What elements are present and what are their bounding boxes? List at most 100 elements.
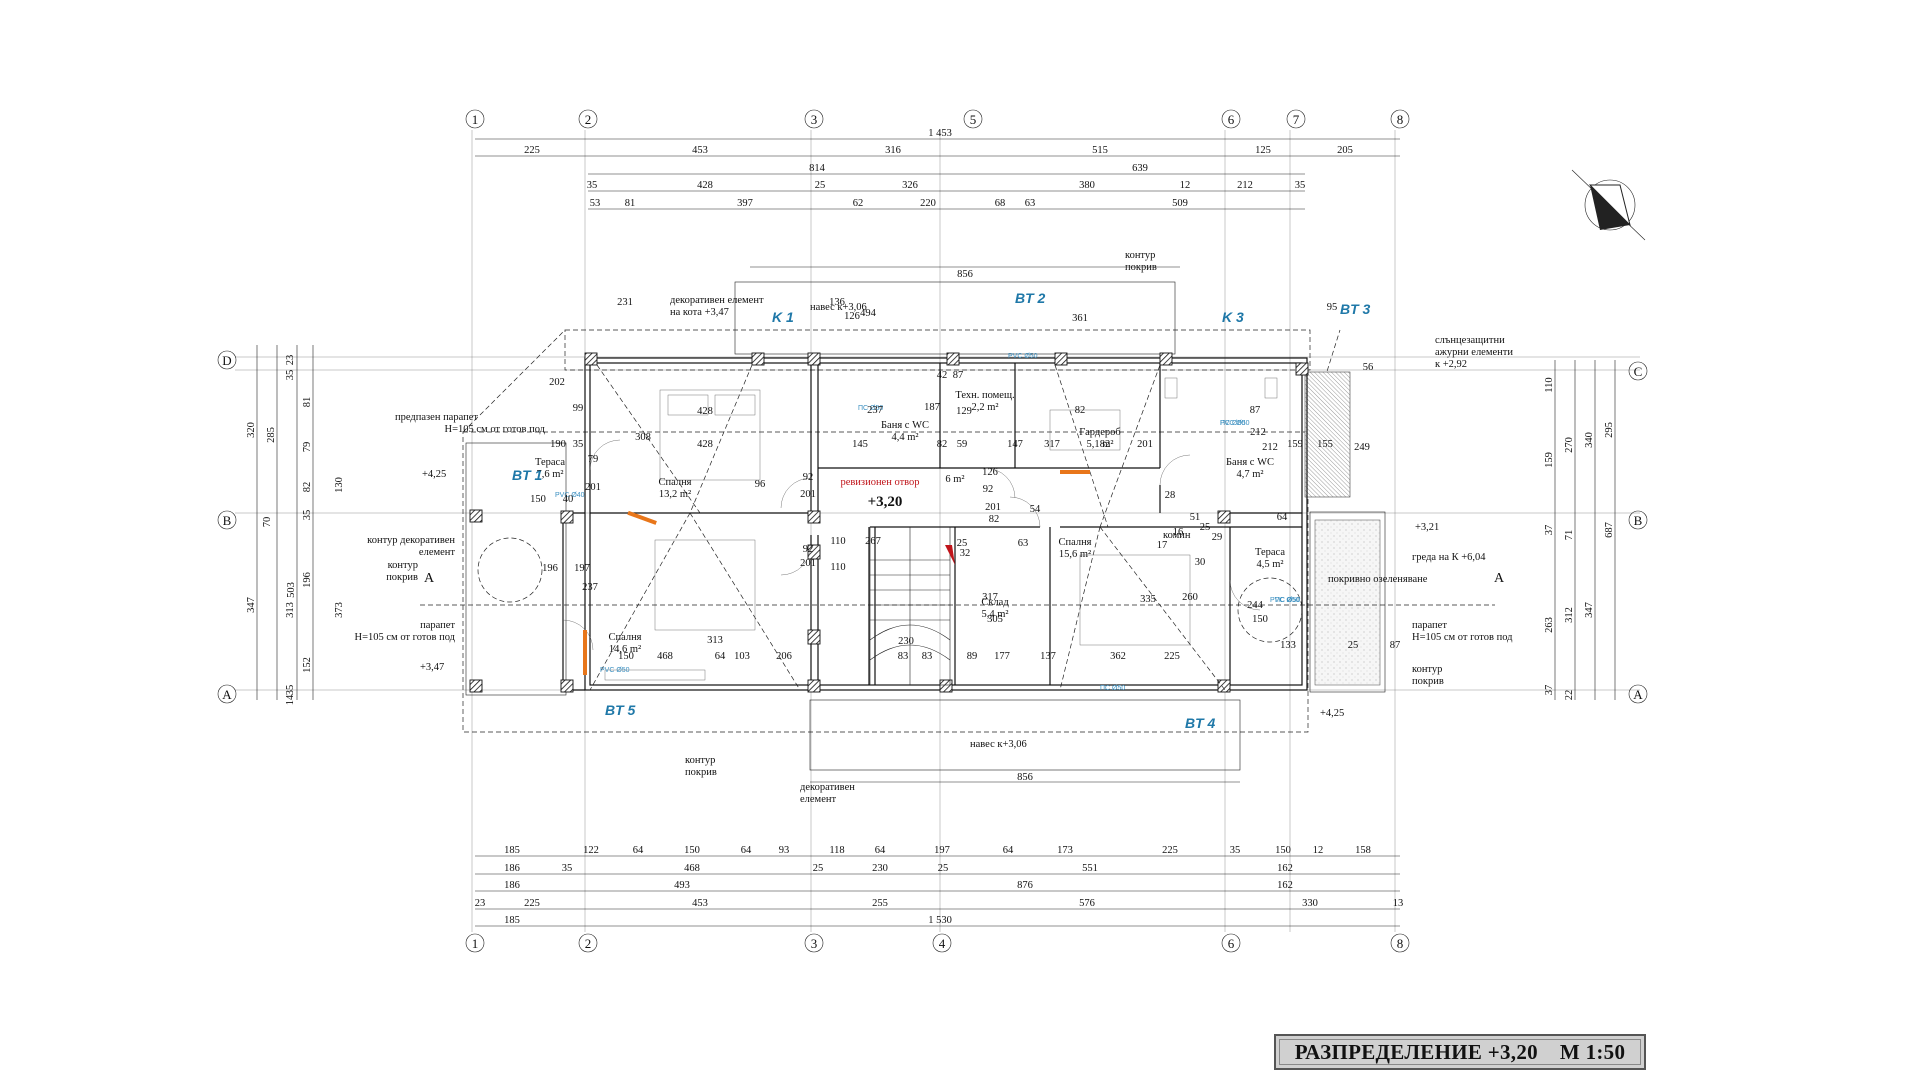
inner-dim-24: 42 xyxy=(937,370,948,381)
orange-marks xyxy=(583,470,1090,675)
note-canopy-bottom: навес к+3,06 xyxy=(970,739,1027,750)
dim-right-i-7: 37 xyxy=(1544,685,1555,696)
inner-dim-85: 29 xyxy=(1212,532,1223,543)
dim-bot-r1-4: 150 xyxy=(684,845,700,856)
inner-dim-64: 54 xyxy=(1030,504,1041,515)
note-decor-top-1: декоративен елемент xyxy=(670,295,764,306)
axis-bottom-4: 4 xyxy=(939,936,946,951)
dim-top-r5-5: 220 xyxy=(920,198,936,209)
dim-bot-r1-10: 64 xyxy=(1003,845,1014,856)
note-roof-right-1: контур xyxy=(1412,664,1442,675)
inner-dim-31: 317 xyxy=(1044,439,1060,450)
dimensions-left: 320 347 70 285 503 130 373 23 35 81 79 8… xyxy=(246,345,345,705)
room-terrace-2-area: 4,5 m² xyxy=(1256,559,1283,570)
room-wardrobe-area: 5,1 m² xyxy=(1086,439,1113,450)
room-bath-1-area: 4,4 m² xyxy=(891,432,918,443)
dim-bot-r1-12: 225 xyxy=(1162,845,1178,856)
furniture xyxy=(604,377,1278,681)
inner-dim-28: 82 xyxy=(937,439,948,450)
dim-top-r5-8: 509 xyxy=(1172,198,1188,209)
inner-dim-39: 155 xyxy=(1317,439,1333,450)
dim-top-r5-2: 81 xyxy=(625,198,636,209)
inner-dim-65: 92 xyxy=(983,484,994,495)
inner-dim-57: 89 xyxy=(967,651,978,662)
axis-left-d: D xyxy=(222,353,231,368)
dim-top-r2-4: 515 xyxy=(1092,145,1108,156)
inner-dim-6: 95 xyxy=(1327,302,1338,313)
tag-k1: K 1 xyxy=(772,309,794,325)
room-bedroom-2-name: Спалня xyxy=(608,632,641,643)
inner-dim-16: 40 xyxy=(563,494,574,505)
dim-left-i-3: 81 xyxy=(302,397,313,408)
dim-canopy-top: 856 xyxy=(957,269,973,280)
dim-bot-r1-7: 118 xyxy=(829,845,844,856)
level-mark: +3,20 xyxy=(868,494,903,510)
dim-top-r4-3: 25 xyxy=(815,180,826,191)
inner-dim-19: 201 xyxy=(800,489,816,500)
dim-bot-r3-3: 876 xyxy=(1017,880,1033,891)
axis-right-a: A xyxy=(1633,687,1643,702)
dim-right-i-1: 110 xyxy=(1544,377,1555,392)
inner-dim-30: 82 xyxy=(1075,405,1086,416)
inner-dim-9: 308 xyxy=(635,432,651,443)
dim-bot-r4-5: 576 xyxy=(1079,898,1095,909)
dim-bot-r1-5: 64 xyxy=(741,845,752,856)
dim-top-r2-3: 316 xyxy=(885,145,901,156)
tag-ps-3: ПС Ø50 xyxy=(1275,597,1300,604)
inner-dim-26: 187 xyxy=(924,402,940,413)
inner-dim-50: 206 xyxy=(776,651,792,662)
inner-dim-56: 83 xyxy=(922,651,933,662)
dim-top-r2-2: 453 xyxy=(692,145,708,156)
axis-bottom-1: 1 xyxy=(472,936,479,951)
axis-top-8: 8 xyxy=(1397,112,1404,127)
note-sun-1: слънцезащитни xyxy=(1435,335,1505,346)
drawing-title-scale: М 1:50 xyxy=(1559,1039,1626,1064)
tag-ps-1: ПС Ø50 xyxy=(858,405,883,412)
tag-k3: K 3 xyxy=(1222,309,1244,325)
room-bath-1-name: Баня с WC xyxy=(881,420,929,431)
tag-bt1: BT 1 xyxy=(512,467,543,483)
axis-right-b: B xyxy=(1634,513,1643,528)
note-decor-bottom-2: елемент xyxy=(800,794,836,805)
dim-left-i-11: 14 xyxy=(285,694,296,705)
note-sun-3: к +2,92 xyxy=(1435,359,1467,370)
room-wardrobe-name: Гардероб xyxy=(1079,427,1120,438)
dim-top-r2-5: 125 xyxy=(1255,145,1271,156)
room-bedroom-1-name: Спалня xyxy=(658,477,691,488)
inner-dim-51: 110 xyxy=(830,536,845,547)
dim-bot-r4-6: 330 xyxy=(1302,898,1318,909)
dim-bot-r1-14: 150 xyxy=(1275,845,1291,856)
inner-dim-20: 92 xyxy=(803,544,814,555)
inner-dim-48: 64 xyxy=(715,651,726,662)
note-parapet-left-1: предпазен парапет xyxy=(395,412,478,423)
axis-top-5: 5 xyxy=(970,112,977,127)
axis-markers-top: 1 2 3 5 6 7 8 xyxy=(465,109,1410,129)
note-roof-right-2: покрив xyxy=(1412,676,1444,687)
axis-top-3: 3 xyxy=(811,112,818,127)
inner-dim-18: 92 xyxy=(803,472,814,483)
inner-dim-41: 56 xyxy=(1363,362,1374,373)
dim-right-i-8: 22 xyxy=(1564,690,1575,701)
inner-dim-58: 177 xyxy=(994,651,1010,662)
note-parapet-right-2: H=105 см от готов под xyxy=(1412,632,1513,643)
inner-dim-5: 136 xyxy=(829,297,845,308)
tag-ps-2: ПС Ø50 xyxy=(1220,420,1245,427)
inner-dim-3: 361 xyxy=(1072,313,1088,324)
axis-top-2: 2 xyxy=(585,112,592,127)
inner-dim-10: 99 xyxy=(573,403,584,414)
dim-bot-r1-1: 185 xyxy=(504,845,520,856)
dim-top-r4-6: 12 xyxy=(1180,180,1191,191)
inner-dim-83: 30 xyxy=(1195,557,1206,568)
dim-bot-r5-1: 185 xyxy=(504,915,520,926)
axis-top-6: 6 xyxy=(1228,112,1235,127)
inner-dim-79: 64 xyxy=(1277,512,1288,523)
inner-dim-78: 87 xyxy=(1390,640,1401,651)
room-terrace-2-name: Тераса xyxy=(1255,547,1285,558)
tag-bt2: BT 2 xyxy=(1015,290,1046,306)
dim-left-m-2: 503 xyxy=(286,582,297,598)
inner-dim-13: 79 xyxy=(588,454,599,465)
room-storage-area: 5,4 m² xyxy=(981,609,1008,620)
axis-top-7: 7 xyxy=(1293,112,1300,127)
dim-left-m-3: 130 xyxy=(334,477,345,493)
dim-bot-r2-3: 468 xyxy=(684,863,700,874)
